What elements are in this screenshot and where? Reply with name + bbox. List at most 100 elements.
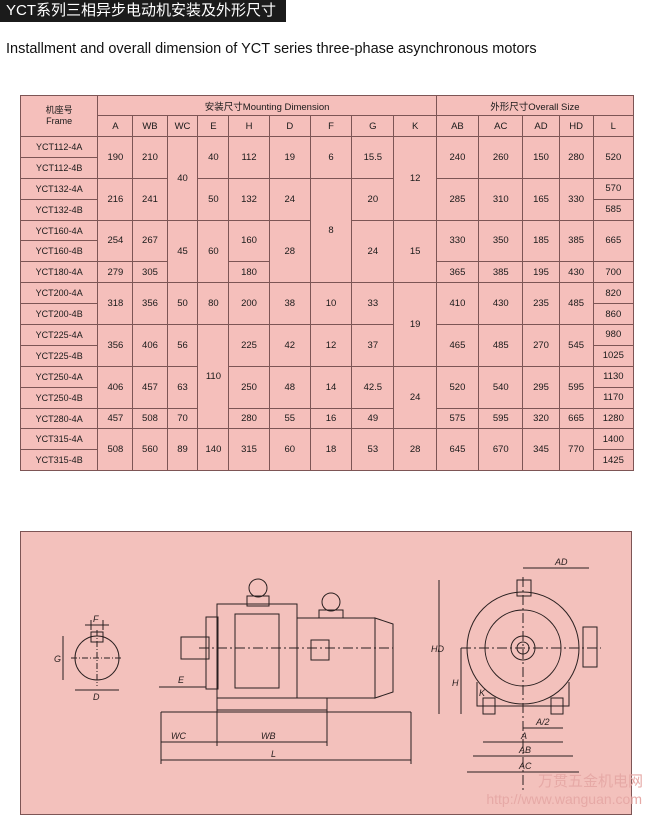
cell-hd: 430 bbox=[558, 261, 594, 284]
cell-a: 356 bbox=[97, 324, 134, 367]
table-row: YCT200-4B 860 bbox=[19, 303, 635, 326]
cell-f: 14 bbox=[309, 365, 353, 409]
cell-g: 42.5 bbox=[351, 365, 395, 409]
cell-ac: 670 bbox=[478, 428, 524, 472]
cell-l: 820 bbox=[592, 282, 635, 305]
column-header-l: L bbox=[592, 115, 635, 137]
label-d: D bbox=[93, 692, 100, 702]
cell-g: 37 bbox=[351, 324, 395, 367]
cell-a: 318 bbox=[97, 282, 134, 326]
label-h: H bbox=[452, 678, 459, 688]
cell-k: 12 bbox=[393, 136, 437, 221]
frame-cell: YCT200-4B bbox=[19, 303, 99, 326]
cell-ab: 520 bbox=[435, 365, 480, 409]
column-header-a: A bbox=[97, 115, 134, 137]
label-e: E bbox=[178, 675, 185, 685]
end-view-terminal-box bbox=[516, 579, 532, 597]
cell-l: 1170 bbox=[592, 386, 635, 409]
cell-wb: 356 bbox=[132, 282, 168, 326]
cell-hd: 770 bbox=[558, 428, 594, 472]
cell-f: 12 bbox=[309, 324, 353, 367]
overall-size-header: 外形尺寸Overall Size bbox=[435, 95, 635, 116]
drawing-svg: F G D E WC WB L AD HD H K A/2 A AB AC bbox=[54, 557, 601, 792]
cell-hd: 485 bbox=[558, 282, 594, 326]
cell-a: 508 bbox=[97, 428, 134, 472]
cell-f: 8 bbox=[309, 177, 353, 284]
cell-g: 20 bbox=[351, 177, 395, 221]
cell-ad: 165 bbox=[522, 177, 560, 221]
cell-ad: 270 bbox=[522, 324, 560, 367]
cell-ac: 595 bbox=[478, 407, 524, 430]
cell-l: 1130 bbox=[592, 365, 635, 388]
cell-e: 80 bbox=[197, 282, 230, 326]
cell-l: 585 bbox=[592, 198, 635, 221]
label-ad: AD bbox=[554, 557, 568, 567]
cell-ad: 345 bbox=[522, 428, 560, 472]
cell-e: 50 bbox=[197, 177, 230, 221]
cell-h: 132 bbox=[228, 177, 270, 221]
cell-ab: 645 bbox=[435, 428, 480, 472]
cell-hd: 385 bbox=[558, 219, 594, 263]
cell-h: 280 bbox=[228, 407, 270, 430]
label-a2: A/2 bbox=[535, 717, 550, 727]
column-header-ab: AB bbox=[435, 115, 480, 137]
cell-a: 254 bbox=[97, 219, 134, 263]
column-header-k: K bbox=[393, 115, 437, 137]
frame-cell: YCT200-4A bbox=[19, 282, 99, 305]
label-k: K bbox=[479, 688, 486, 698]
column-header-h: H bbox=[228, 115, 270, 137]
cell-ad: 235 bbox=[522, 282, 560, 326]
cell-e: 140 bbox=[197, 428, 230, 472]
cell-ad: 295 bbox=[522, 365, 560, 409]
column-header-d: D bbox=[268, 115, 311, 137]
cell-ac: 485 bbox=[478, 324, 524, 367]
dimension-table: 机座号 Frame 安装尺寸Mounting Dimension 外形尺寸Ove… bbox=[19, 95, 635, 472]
cell-h: 250 bbox=[228, 365, 270, 409]
cell-ac: 260 bbox=[478, 136, 524, 179]
cell-ab: 330 bbox=[435, 219, 480, 263]
cell-ac: 385 bbox=[478, 261, 524, 284]
cell-ac: 350 bbox=[478, 219, 524, 263]
cell-wc: 40 bbox=[166, 136, 199, 221]
mounting-dimension-header: 安装尺寸Mounting Dimension bbox=[97, 95, 437, 116]
label-l: L bbox=[271, 749, 276, 759]
motor-foot bbox=[216, 698, 328, 711]
cell-hd: 280 bbox=[558, 136, 594, 179]
cell-k: 15 bbox=[393, 219, 437, 284]
cell-wb: 241 bbox=[132, 177, 168, 221]
frame-cell: YCT225-4A bbox=[19, 324, 99, 346]
frame-cell: YCT112-4B bbox=[19, 156, 99, 179]
gear-flange bbox=[205, 616, 219, 690]
cell-l: 1400 bbox=[592, 428, 635, 451]
cell-l: 1425 bbox=[592, 449, 635, 472]
end-view-foot-right bbox=[550, 697, 564, 715]
cell-e: 110 bbox=[197, 324, 230, 430]
cell-d: 38 bbox=[268, 282, 311, 326]
cell-l: 860 bbox=[592, 303, 635, 326]
cell-wb: 406 bbox=[132, 324, 168, 367]
cell-l: 665 bbox=[592, 219, 635, 263]
label-ab: AB bbox=[518, 745, 531, 755]
label-g: G bbox=[54, 654, 61, 664]
cell-h: 200 bbox=[228, 282, 270, 326]
motor-fan-cover bbox=[374, 617, 394, 699]
cell-wc: 45 bbox=[166, 219, 199, 284]
cell-g: 15.5 bbox=[351, 136, 395, 179]
cell-wb: 210 bbox=[132, 136, 168, 179]
motor-body bbox=[296, 617, 376, 699]
cell-a: 406 bbox=[97, 365, 134, 409]
motor-dimension-drawing: F G D E WC WB L AD HD H K A/2 A AB AC bbox=[20, 531, 632, 815]
cell-ab: 575 bbox=[435, 407, 480, 430]
cell-l: 700 bbox=[592, 261, 635, 284]
cell-f: 6 bbox=[309, 136, 353, 179]
column-header-ac: AC bbox=[478, 115, 524, 137]
cell-h: 225 bbox=[228, 324, 270, 367]
cell-a: 279 bbox=[97, 261, 134, 284]
lifting-eye-left bbox=[248, 578, 268, 598]
